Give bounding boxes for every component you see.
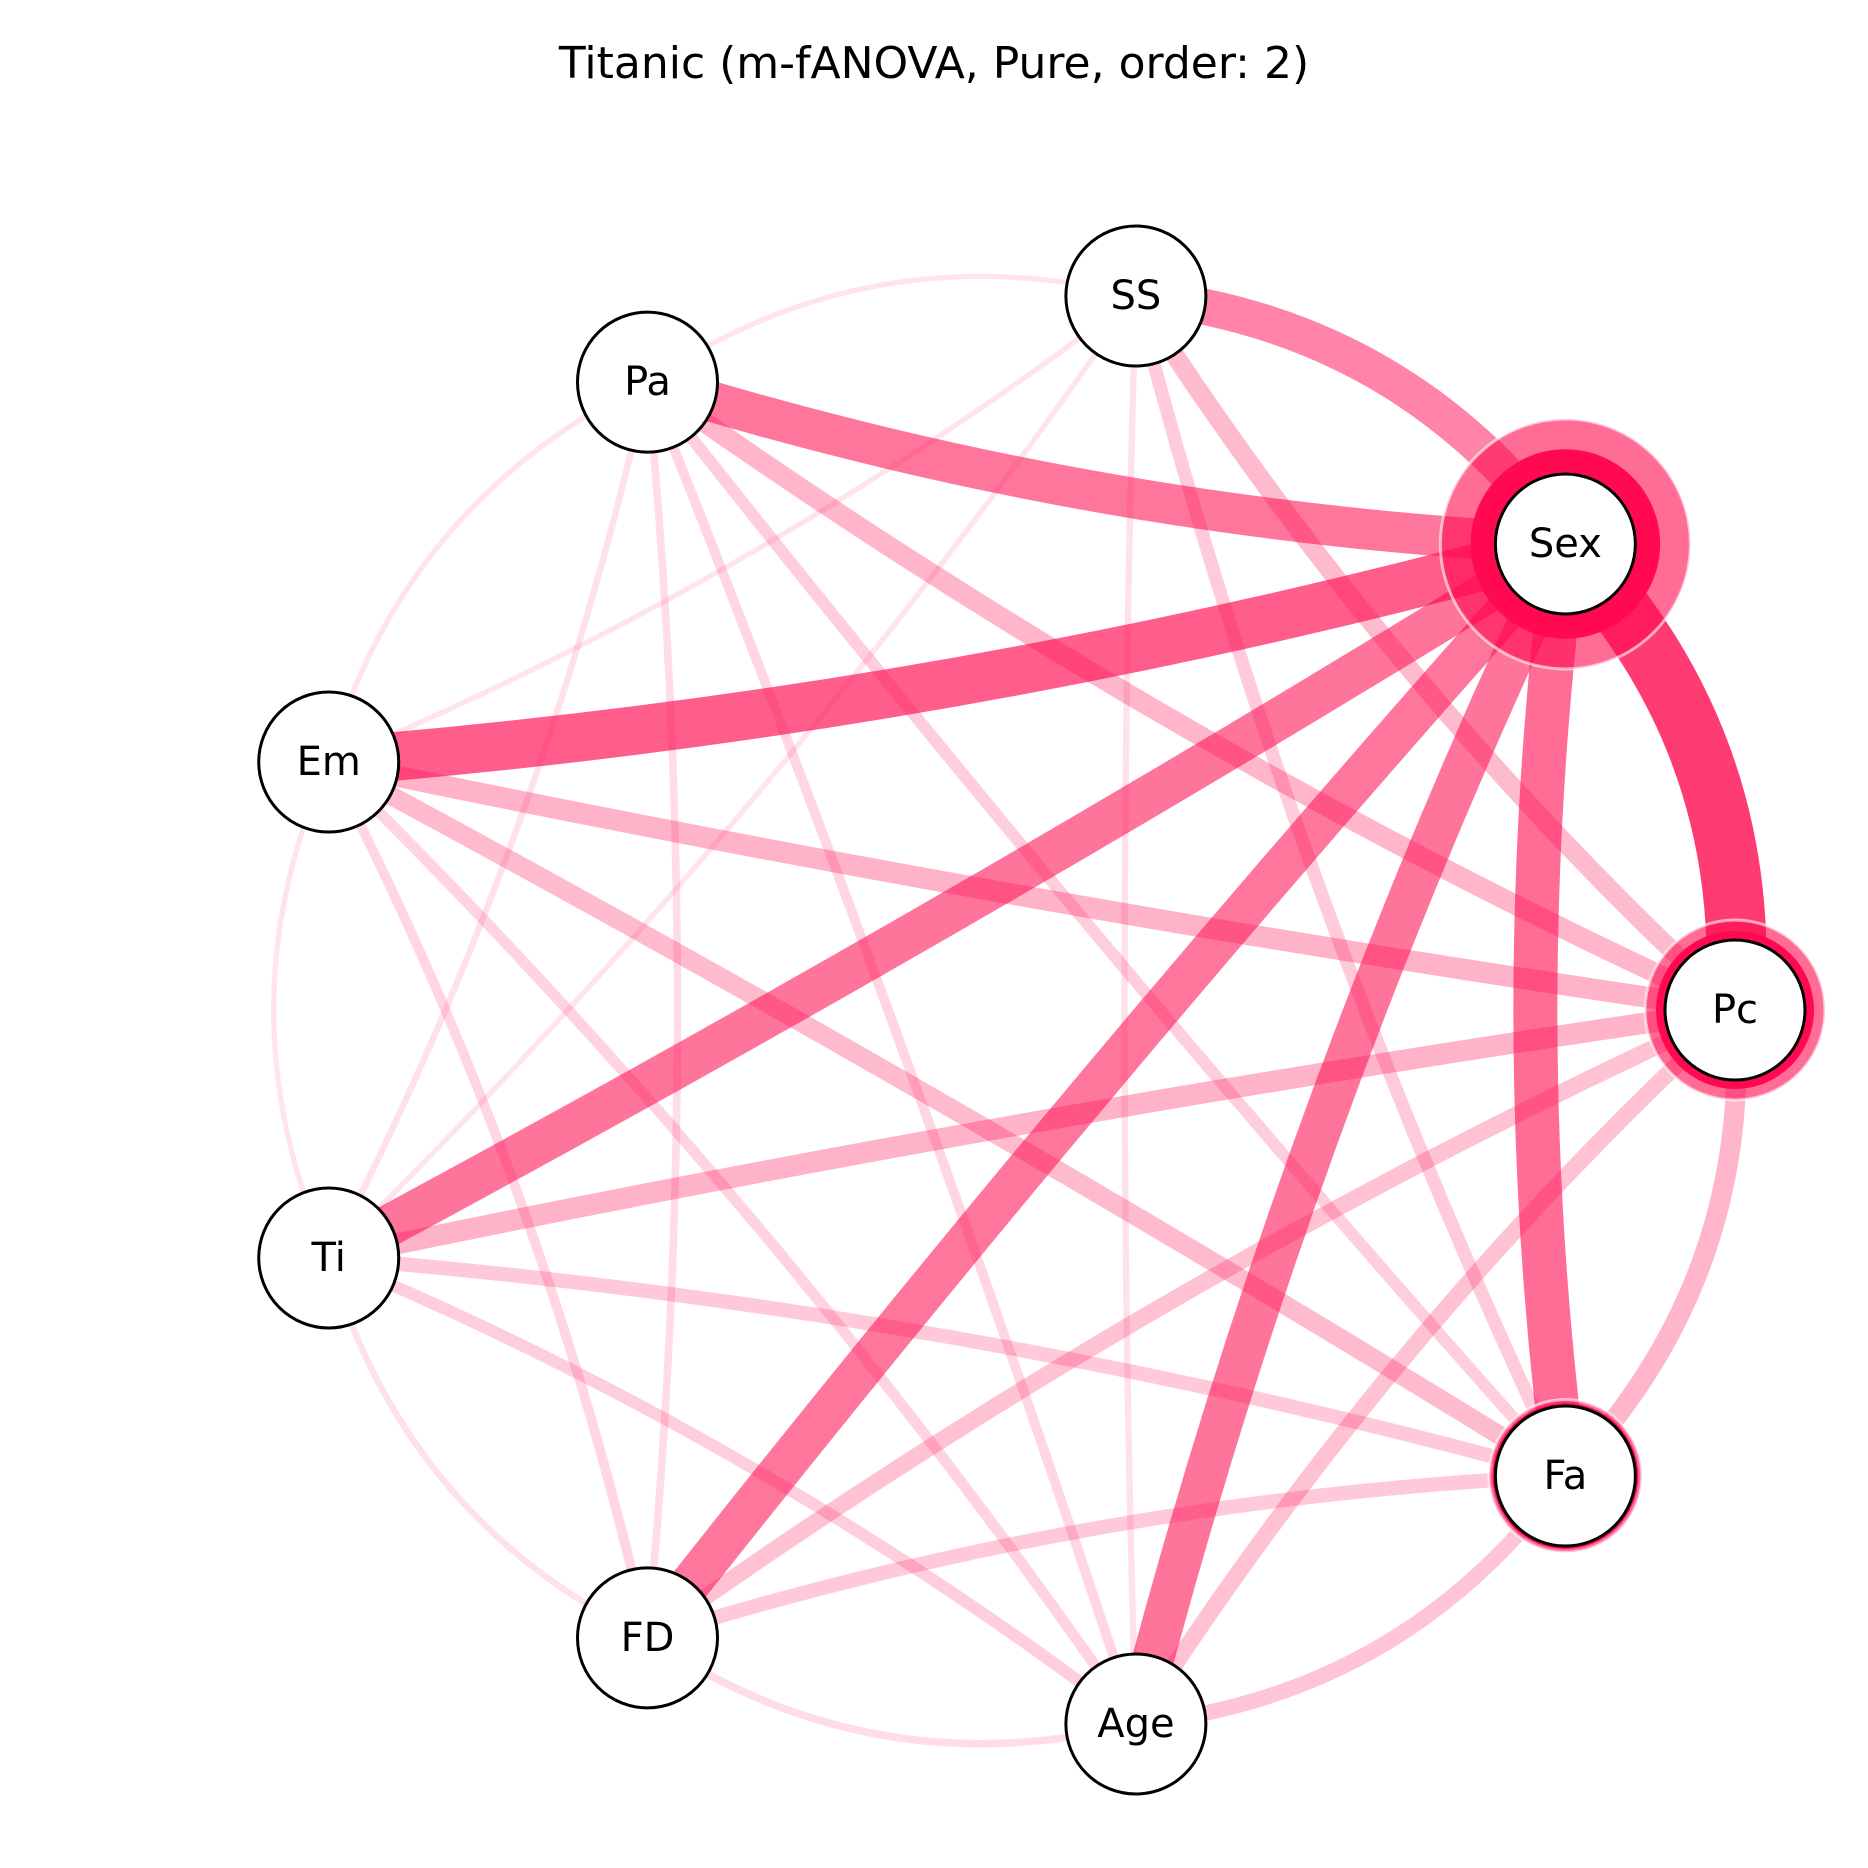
edge-em-pa: [326, 379, 649, 763]
edge-sex-ti: [318, 526, 1577, 1277]
node-label: Pc: [1712, 987, 1758, 1033]
edge-ti-ss: [326, 294, 1139, 1260]
edge-fa-fd: [645, 1468, 1566, 1645]
node-fa: Fa: [1493, 1404, 1637, 1548]
node-fd: FD: [576, 1566, 719, 1710]
edge-fd-ti: [325, 1257, 649, 1641]
edge-age-fd: [645, 1634, 1137, 1748]
node-age: Age: [1064, 1652, 1208, 1796]
node-pc: Pc: [1663, 938, 1807, 1082]
edge-em-ss: [327, 293, 1138, 765]
node-circle: [1493, 1404, 1637, 1548]
edge-pc-ss: [1127, 290, 1742, 1017]
edge-sex-fa: [1513, 541, 1588, 1479]
edge-fa-ss: [1129, 294, 1572, 1479]
node-circle: [576, 310, 719, 454]
edge-pa-ss: [646, 273, 1137, 385]
edge-age-pa: [642, 380, 1141, 1726]
edge-fa-em: [324, 753, 1571, 1485]
node-label: Ti: [311, 1235, 346, 1281]
node-circle: [257, 690, 401, 834]
edge-pc-pa: [641, 373, 1740, 1020]
node-label: SS: [1111, 273, 1162, 319]
edge-ti-pa: [325, 381, 651, 1260]
edge-pc-fd: [642, 1002, 1739, 1645]
edge-fd-pa: [643, 381, 682, 1639]
node-label: Sex: [1529, 521, 1602, 567]
node-circle: [257, 1186, 401, 1330]
edge-sex-pa: [641, 362, 1567, 565]
edge-fa-pa: [642, 378, 1570, 1481]
node-circle: [1493, 472, 1637, 616]
edge-fa-ti: [328, 1250, 1568, 1483]
node-label: Fa: [1543, 1453, 1587, 1499]
edge-sex-em: [326, 520, 1572, 787]
node-label: Pa: [624, 359, 671, 405]
node-label: FD: [621, 1615, 675, 1661]
node-pa: Pa: [576, 310, 719, 454]
node-label: Age: [1097, 1701, 1174, 1747]
node-circle: [1064, 224, 1208, 368]
node-circle: [1064, 1652, 1208, 1796]
edge-sex-fd: [631, 530, 1581, 1651]
edge-sex-age: [1115, 534, 1585, 1730]
edge-age-ti: [326, 1252, 1140, 1729]
node-ti: Ti: [257, 1186, 401, 1330]
node-em: Em: [257, 690, 401, 834]
edge-age-em: [324, 758, 1141, 1728]
node-circle: [1663, 938, 1807, 1082]
node-circle: [576, 1566, 719, 1710]
node-sex: Sex: [1493, 472, 1637, 616]
node-ss: SS: [1064, 224, 1208, 368]
diagram-title: Titanic (m-fANOVA, Pure, order: 2): [558, 38, 1310, 89]
edge-fd-em: [324, 759, 653, 1639]
edge-pc-age: [1128, 1003, 1741, 1729]
edge-ti-em: [271, 760, 332, 1260]
node-label: Em: [297, 739, 361, 785]
